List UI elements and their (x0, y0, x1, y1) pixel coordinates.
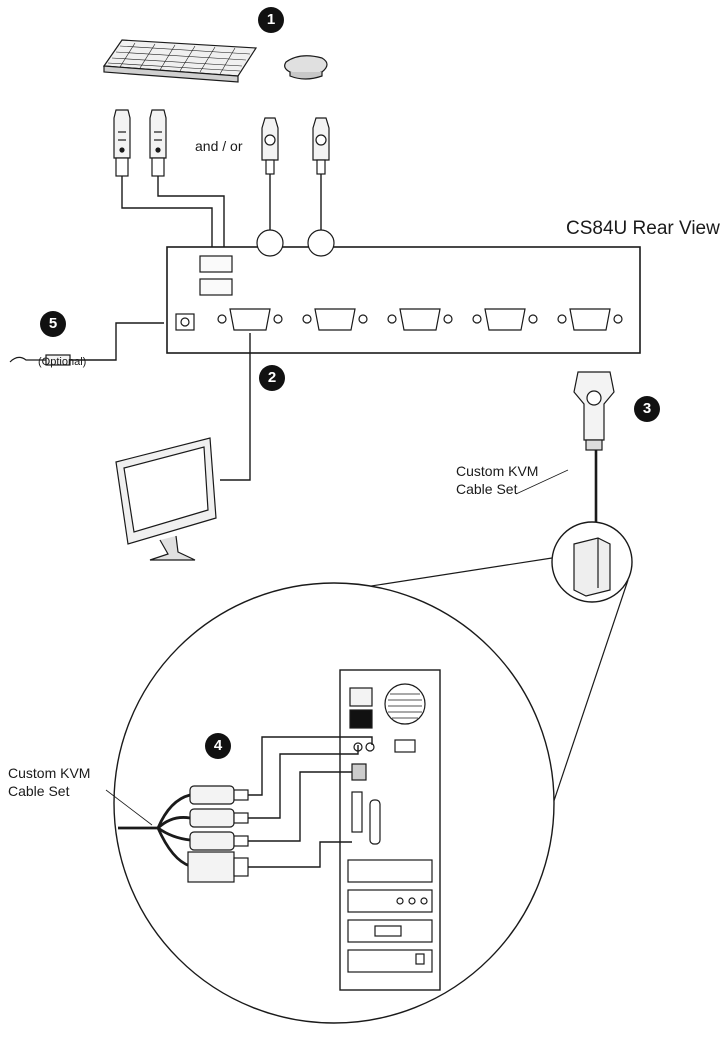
server-kvm-cable (515, 371, 615, 532)
kvm-switch-rear-panel (166, 229, 641, 354)
cable-set-line: Cable Set (8, 783, 70, 799)
step-badge-3: 3 (634, 396, 660, 422)
pc-port-cables (105, 736, 373, 868)
cable-set-label: Custom KVM Cable Set (8, 764, 90, 800)
optional-label: (Optional) (38, 356, 87, 368)
kvm-cable-set-connectors (118, 785, 249, 883)
vga-port (472, 308, 538, 331)
pc-tower-back (339, 669, 441, 991)
monitor-icon (115, 437, 217, 561)
step-badge-4: 4 (205, 733, 231, 759)
monitor-cable (220, 333, 251, 481)
and-or-label: and / or (195, 138, 243, 154)
step-badge-2: 2 (259, 365, 285, 391)
step-badge-1: 1 (258, 7, 284, 33)
zoom-circle (113, 582, 555, 1024)
usb-plug-icon (149, 109, 167, 177)
cable-set-line: Custom KVM (456, 463, 539, 479)
cable-set-line: Custom KVM (8, 765, 91, 781)
keyboard-icon (102, 39, 258, 83)
vga-port (557, 308, 623, 331)
cable-set-label: Custom KVM Cable Set (456, 462, 538, 498)
vga-port (387, 308, 453, 331)
mouse-icon (284, 55, 328, 80)
step-badge-5: 5 (40, 311, 66, 337)
vga-port (302, 308, 368, 331)
usb-plug-icon (113, 109, 131, 177)
diagram-title: CS84U Rear View (566, 218, 720, 239)
input-cables (121, 174, 322, 255)
server-icon (551, 521, 633, 603)
cable-set-line: Cable Set (456, 481, 518, 497)
power-adapter-icon (9, 322, 164, 366)
ps2-plug-icon (261, 117, 279, 175)
ps2-plug-icon (312, 117, 330, 175)
vga-port (217, 308, 283, 331)
